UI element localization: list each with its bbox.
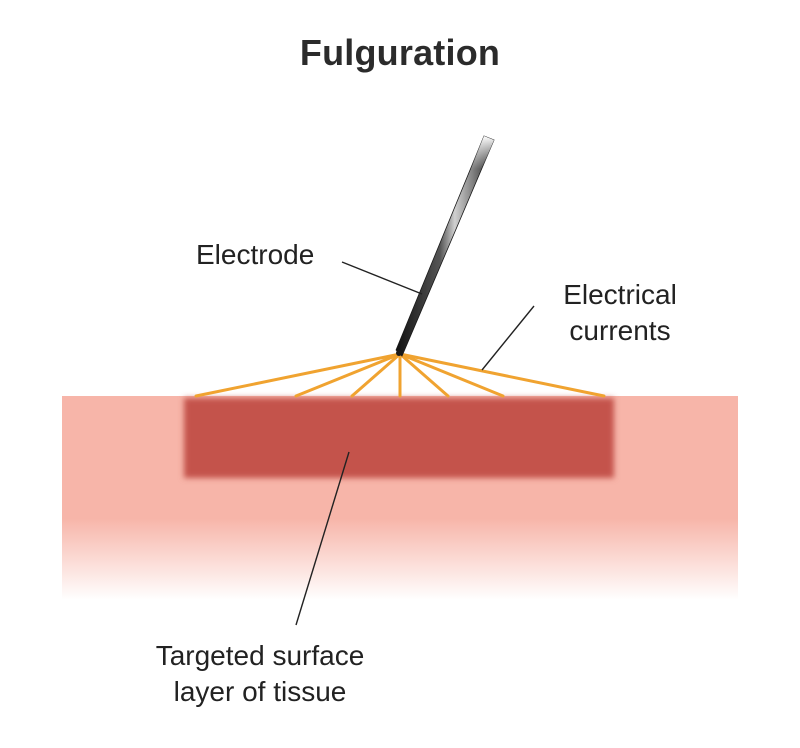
electrode-label: Electrode bbox=[196, 239, 315, 270]
current-ray bbox=[350, 352, 402, 398]
currents-label-line-1: Electrical bbox=[563, 279, 677, 310]
diagram-title: Fulguration bbox=[299, 32, 501, 73]
current-ray bbox=[398, 352, 606, 398]
tissue-label-line-2: layer of tissue bbox=[173, 676, 347, 707]
targeted-tissue-label: Targeted surface layer of tissue bbox=[110, 638, 410, 710]
electrical-currents bbox=[194, 352, 606, 398]
leader-lines bbox=[295, 261, 535, 626]
targeted-tissue-region bbox=[184, 398, 614, 478]
electrical-currents-label: Electrical currents bbox=[540, 277, 700, 349]
tissue-label-line-1: Targeted surface bbox=[155, 640, 365, 671]
tissue-leader-line bbox=[295, 451, 350, 626]
current-ray bbox=[398, 352, 450, 398]
electrode-leader-line bbox=[341, 261, 423, 295]
currents-label-line-2: currents bbox=[569, 315, 671, 346]
electrode bbox=[395, 135, 495, 357]
current-ray bbox=[194, 352, 402, 398]
currents-leader-line bbox=[481, 305, 535, 371]
current-ray bbox=[398, 352, 505, 398]
current-ray bbox=[294, 352, 402, 398]
